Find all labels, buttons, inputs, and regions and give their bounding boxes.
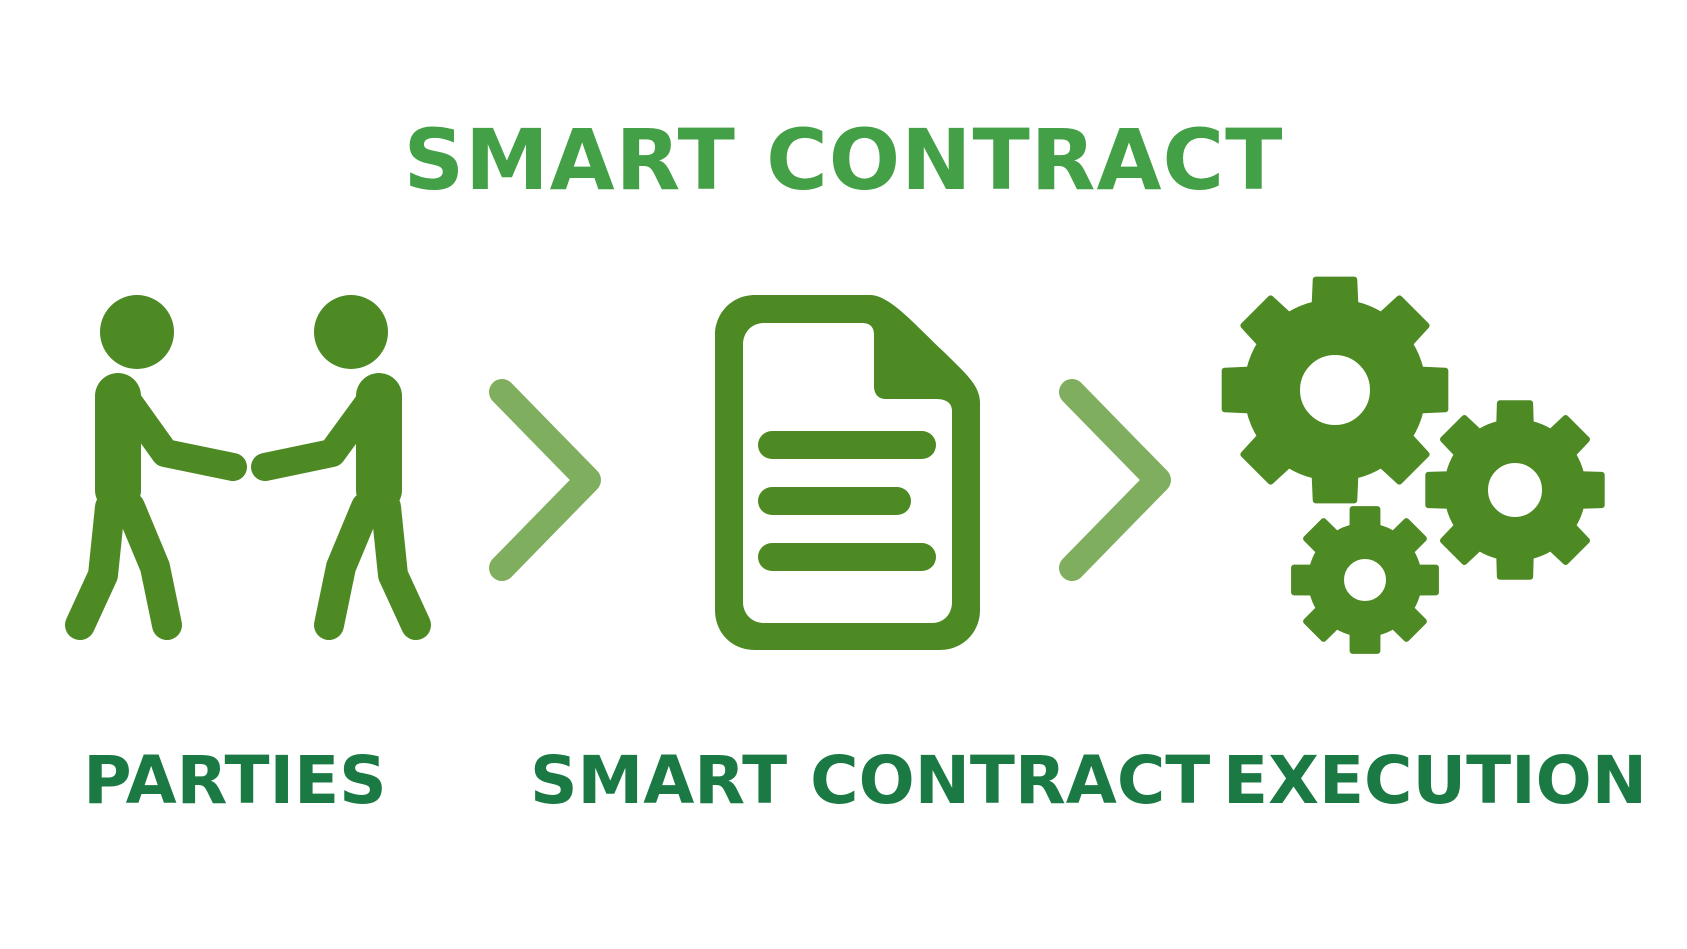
- step-label-smart-contract: SMART CONTRACT: [530, 742, 1211, 819]
- diagram-title: SMART CONTRACT: [403, 111, 1284, 209]
- step-label-parties: PARTIES: [83, 742, 387, 819]
- step-label-execution: EXECUTION: [1222, 742, 1647, 819]
- chevron-right-icon: [489, 379, 601, 581]
- gear-small-icon: [1291, 506, 1439, 654]
- document-icon: [715, 295, 980, 650]
- handshake-icon: [65, 295, 431, 640]
- chevron-right-icon: [1059, 379, 1171, 581]
- gears-icon: [1221, 276, 1605, 654]
- gear-large-icon: [1221, 276, 1449, 504]
- gear-medium-icon: [1425, 400, 1605, 580]
